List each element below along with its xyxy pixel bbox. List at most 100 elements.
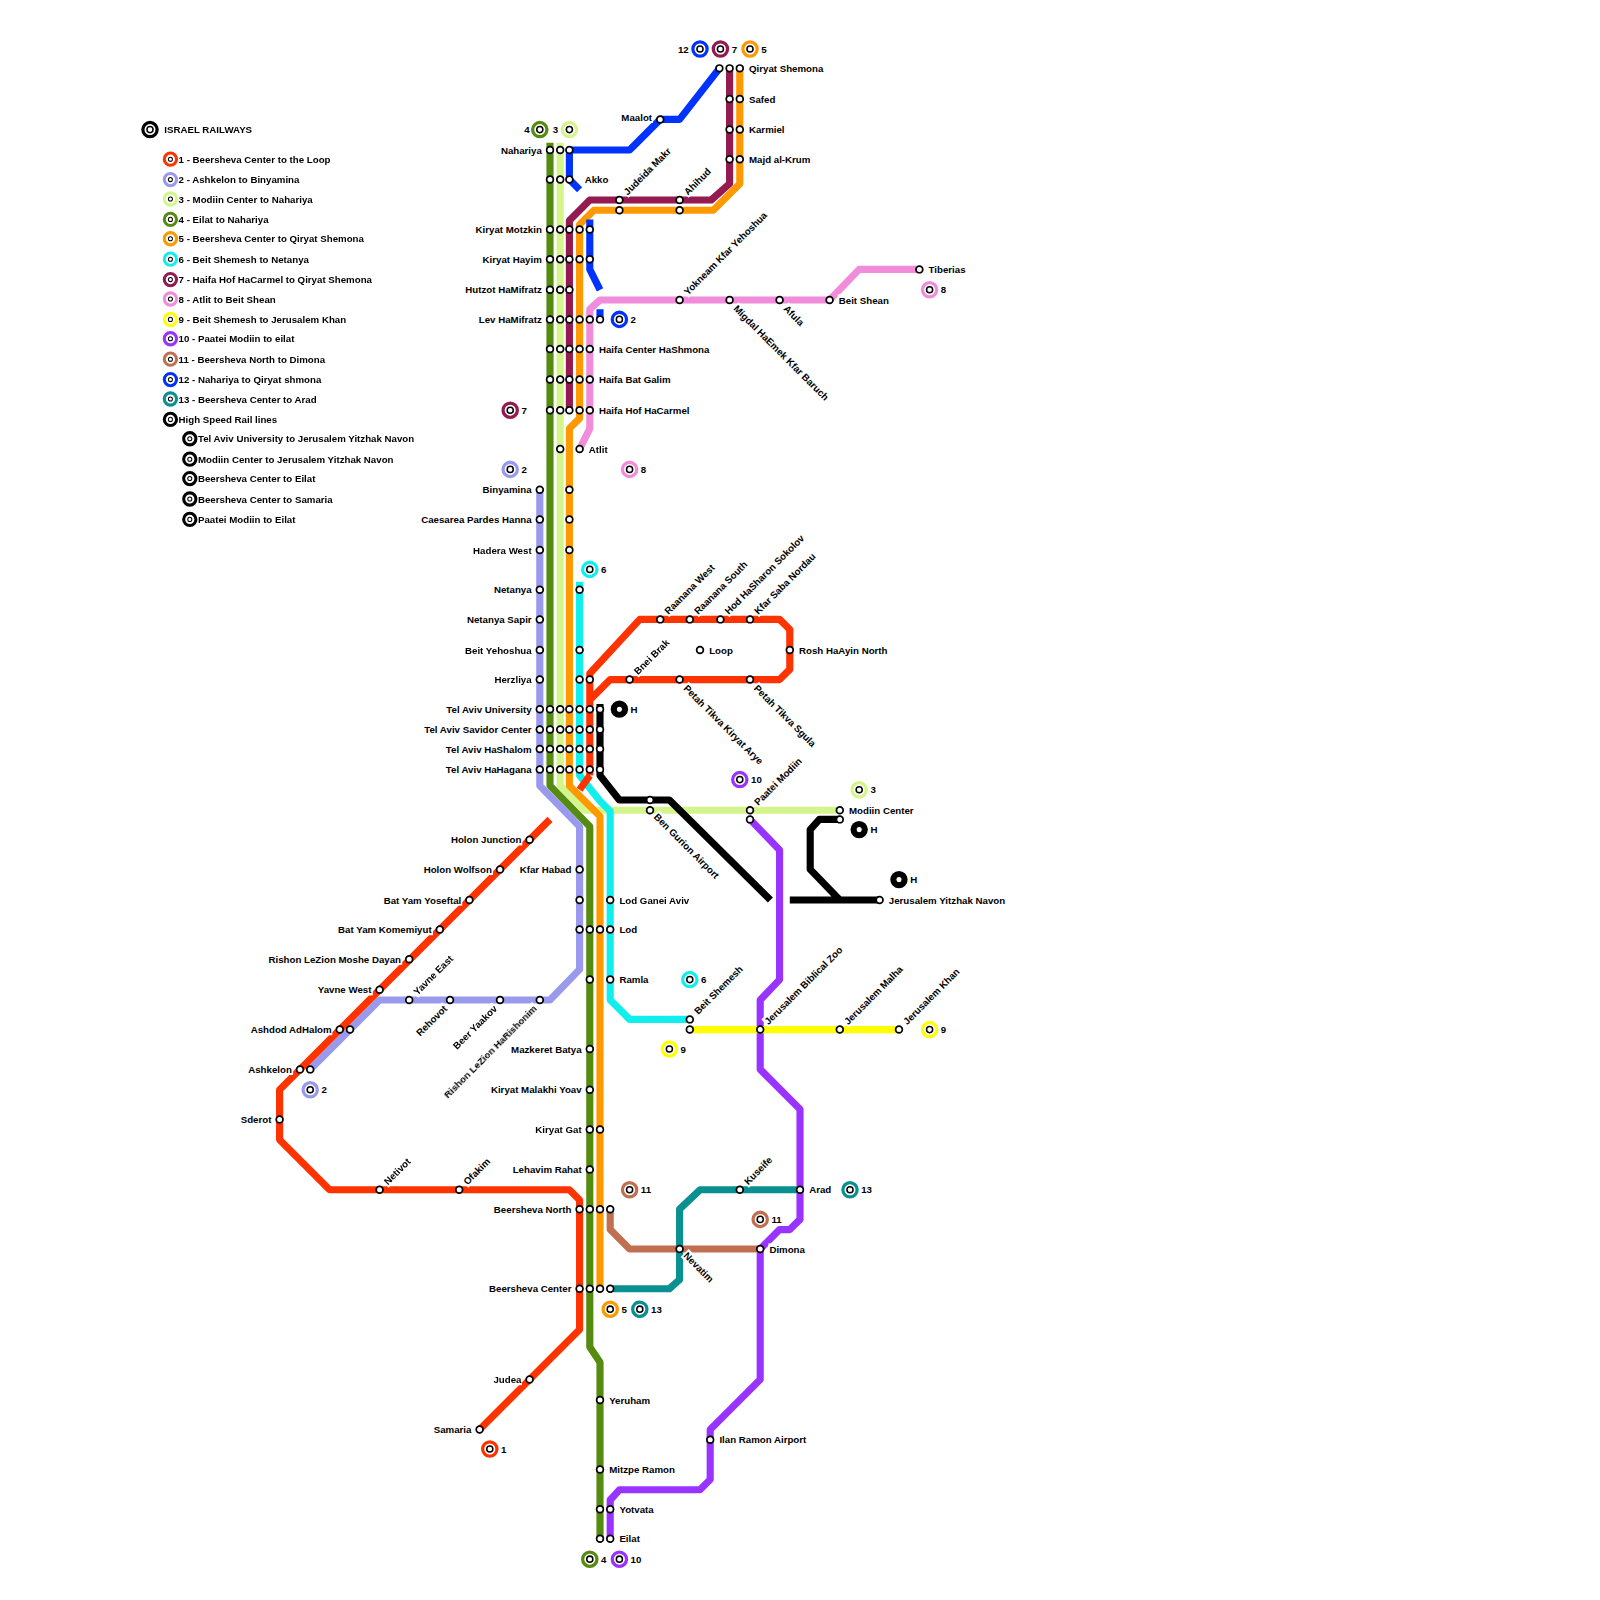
station-marker [726, 65, 733, 72]
station-name: Maalot [620, 112, 653, 123]
station-marker [747, 616, 754, 623]
station-marker [586, 226, 593, 233]
legend-swatch-dot [187, 436, 192, 441]
station-name: Safed [748, 93, 776, 104]
station-marker [676, 197, 683, 204]
station-marker [547, 346, 554, 353]
legend-swatch-dot [187, 456, 192, 461]
station-marker [547, 316, 554, 323]
station-marker [726, 297, 733, 304]
station-marker [876, 897, 883, 904]
line-badge-dot [616, 316, 622, 322]
line-badge [612, 312, 626, 326]
station-name: Beit Shemesh [691, 963, 746, 1018]
station-name: Karmiel [748, 124, 786, 135]
station-name: Jerusalem Biblical Zoo [761, 943, 845, 1027]
station-marker [557, 376, 564, 383]
legend-text: 2 - Ashkelon to Binyamina [179, 174, 300, 185]
legend-swatch-dot [168, 357, 173, 362]
line-badge-dot [566, 127, 572, 133]
station-marker [676, 207, 683, 214]
station-marker [697, 647, 704, 654]
station-marker [716, 65, 723, 72]
legend-swatch-dot [168, 417, 173, 422]
station-name: Kiryat Hayim [482, 254, 543, 265]
station-marker [456, 1186, 463, 1193]
station-marker [536, 516, 543, 523]
station-marker [406, 997, 413, 1004]
legend-text: 9 - Beit Shemesh to Jerusalem Khan [179, 314, 347, 325]
station-name: Ahihud [681, 165, 714, 198]
station-name: Kiryat Motzkin [475, 224, 543, 235]
station-name: Ben Gurion Airport [651, 810, 722, 881]
legend-text: 4 - Eilat to Nahariya [179, 214, 269, 225]
badge-number: 7 [520, 405, 527, 416]
station-marker [736, 65, 743, 72]
badge-number: 2 [520, 464, 527, 475]
badge-number: 1 [500, 1443, 507, 1454]
line-badge-dot [747, 46, 753, 52]
line-badge-dot [507, 407, 513, 413]
station-marker [547, 746, 554, 753]
legend-swatch-dot [168, 157, 173, 162]
badge-number: 7 [731, 43, 738, 54]
station-marker [576, 676, 583, 683]
legend-text: 5 - Beersheva Center to Qiryat Shemona [179, 234, 364, 245]
station-name: Haifa Center HaShmona [598, 343, 710, 354]
station-marker [547, 706, 554, 713]
station-marker [616, 207, 623, 214]
station-marker [547, 147, 554, 154]
line-badge [603, 1302, 617, 1316]
line-badge-dot [717, 46, 723, 52]
station-marker [576, 1206, 583, 1213]
station-name: Netivot [381, 1155, 414, 1188]
line-badge-dot [687, 977, 693, 983]
station-name: Rishon LeZion Moshe Dayan [267, 954, 402, 965]
high-speed-badge-dot [616, 706, 622, 712]
station-marker [566, 766, 573, 773]
station-name: Netanya [493, 584, 533, 595]
station-marker [547, 256, 554, 263]
station-name: Yavne West [317, 984, 373, 995]
legend-text: 1 - Beersheva Center to the Loop [179, 154, 331, 165]
badge-number: 10 [630, 1554, 643, 1565]
station-marker [757, 1246, 764, 1253]
line-badge [622, 1183, 636, 1197]
station-marker [757, 1026, 764, 1033]
line-badge-dot [587, 1556, 593, 1562]
station-marker [557, 706, 564, 713]
legend-swatch [163, 192, 178, 207]
station-name: Herzliya [493, 674, 532, 685]
station-marker [547, 766, 554, 773]
station-marker [586, 1285, 593, 1292]
station-name: Lehavim Rahat [512, 1164, 583, 1175]
line-badge [733, 772, 747, 786]
station-marker [747, 816, 754, 823]
station-marker [576, 726, 583, 733]
legend-swatch-dot [168, 217, 173, 222]
station-marker [836, 1026, 843, 1033]
station-name: Nahariya [500, 144, 543, 155]
badge-number: 13 [860, 1184, 873, 1195]
line-badge-dot [927, 1027, 933, 1033]
line-7 [569, 68, 729, 410]
station-name: Hutzot HaMifratz [464, 284, 543, 295]
station-marker [576, 926, 583, 933]
station-name: Judeida Makr [621, 145, 674, 198]
station-marker [547, 226, 554, 233]
station-marker [597, 1285, 604, 1292]
station-name: Ramla [618, 974, 649, 985]
station-name: Majd al-Krum [748, 154, 811, 165]
station-name: Raanana West [661, 561, 717, 617]
station-name: Loop [708, 644, 734, 655]
station-name: Eilat [618, 1533, 641, 1544]
station-marker [657, 616, 664, 623]
station-markers [143, 42, 937, 1566]
legend-swatch [182, 471, 197, 486]
badge-number: 3 [869, 784, 876, 795]
station-marker [566, 147, 573, 154]
station-marker [717, 616, 724, 623]
station-marker [566, 706, 573, 713]
station-marker [676, 297, 683, 304]
station-name: Rosh HaAyin North [798, 644, 889, 655]
